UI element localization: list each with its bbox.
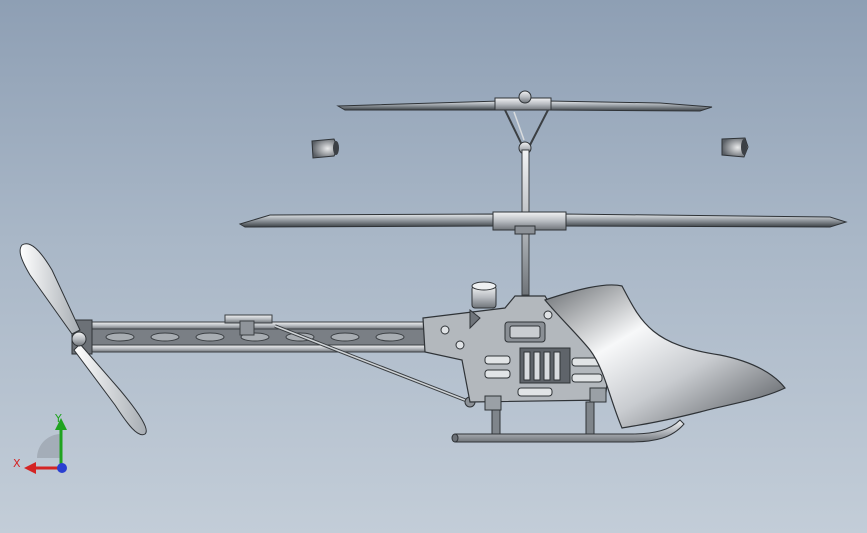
- rotor-linkage: [504, 109, 549, 155]
- lower-rotor[interactable]: [238, 211, 848, 235]
- tail-rotor[interactable]: [19, 243, 147, 436]
- flybar-weight-left: [311, 138, 339, 159]
- tail-boom: [71, 314, 431, 355]
- landing-gear: [451, 387, 685, 443]
- canopy[interactable]: [543, 284, 786, 429]
- flybar-weight-right: [721, 137, 749, 158]
- y-axis-label: Y: [54, 412, 62, 425]
- coordinate-triad: Y X: [10, 410, 80, 480]
- triad-graphic: Y X: [13, 412, 67, 474]
- upper-rotor[interactable]: [336, 90, 713, 112]
- z-axis-dot: [57, 463, 67, 473]
- main-frame: [422, 281, 611, 403]
- x-axis-label: X: [13, 457, 21, 470]
- tail-support-rod: [274, 324, 476, 408]
